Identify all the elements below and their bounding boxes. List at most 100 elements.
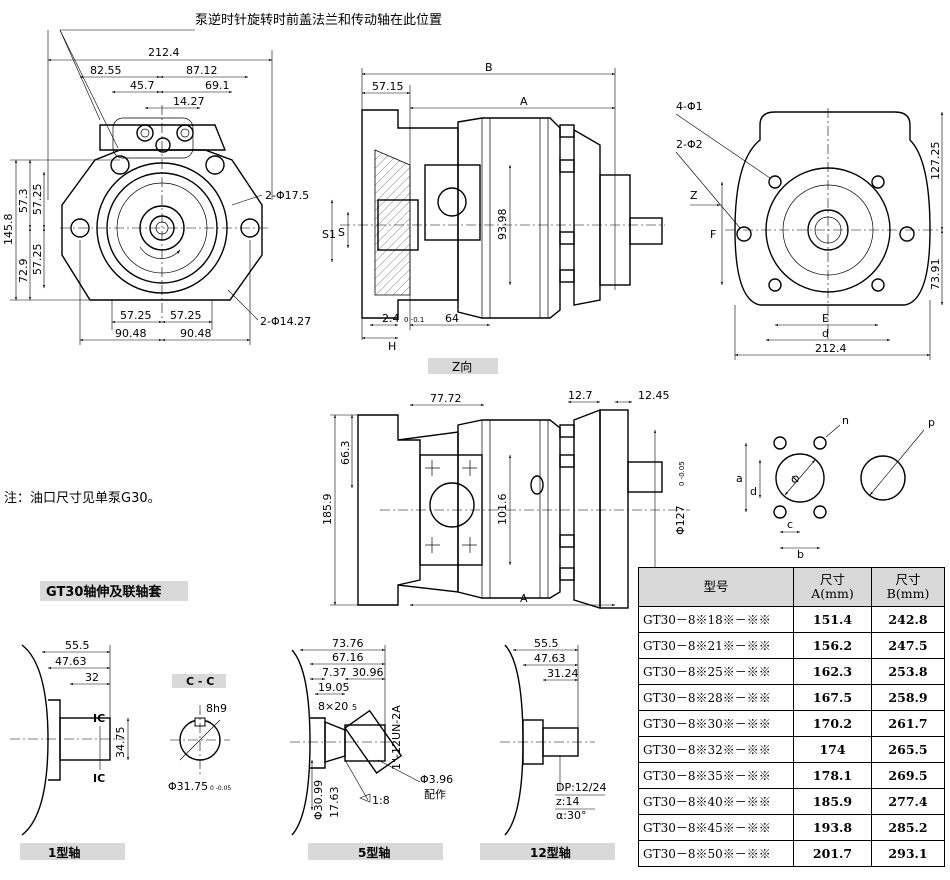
dimension-label: 66.3 — [339, 441, 352, 466]
value-cell: 178.1 — [793, 762, 872, 789]
dimension-label: 67.16 — [332, 651, 364, 664]
dimension-label: 0 -0.05 — [678, 461, 686, 486]
value-cell: 265.5 — [871, 736, 945, 763]
value-cell: 185.9 — [793, 788, 872, 815]
dimension-label: 93.98 — [496, 209, 509, 241]
value-cell: 170.2 — [793, 710, 872, 737]
dimension-label: c — [787, 518, 793, 531]
model-cell: GT30－8※50※－※※ — [638, 840, 794, 867]
value-cell: 167.5 — [793, 684, 872, 711]
dimension-label: 30.96 — [352, 666, 384, 679]
dimension-label: 69.1 — [205, 79, 230, 92]
dimension-label: 1:8 — [372, 794, 390, 807]
side-note: 注：油口尺寸见单泵G30。 — [4, 491, 161, 506]
dimension-label: 14.27 — [173, 95, 205, 108]
header-model: 型号 — [638, 567, 794, 607]
caption-shaft5: 5型轴 — [358, 845, 390, 860]
dimension-label: Z — [690, 189, 698, 202]
dimension-label: 2-Φ2 — [676, 138, 703, 151]
caption-z-view: Z向 — [452, 359, 472, 374]
dimension-label: a — [736, 472, 743, 485]
value-cell: 261.7 — [871, 710, 945, 737]
dimension-label: 31.24 — [547, 667, 579, 680]
model-cell: GT30－8※45※－※※ — [638, 814, 794, 841]
dimension-label: 212.4 — [815, 342, 847, 355]
dimension-label: 77.72 — [430, 392, 462, 405]
dimension-label: 57.25 — [170, 309, 202, 322]
dimension-label: IC — [93, 772, 105, 785]
caption-shaft1: 1型轴 — [48, 845, 80, 860]
dimension-label: 8×20 — [318, 700, 348, 713]
dimension-label: Φ — [788, 472, 804, 488]
model-cell: GT30－8※32※－※※ — [638, 736, 794, 763]
shaft12-view: 55.5 47.63 31.24 DP:12/24 z:14 α:30° — [500, 637, 607, 836]
dimension-label: DP:12/24 — [556, 781, 607, 794]
value-cell: 258.9 — [871, 684, 945, 711]
table-header-row: 型号 尺寸 A(mm) 尺寸 B(mm) — [638, 567, 945, 607]
value-cell: 285.2 — [871, 814, 945, 841]
dimension-label: 57.3 — [17, 189, 30, 214]
value-cell: 277.4 — [871, 788, 945, 815]
dimension-label: z:14 — [556, 795, 579, 808]
shaft5-view: 73.76 67.16 7.37 30.96 19.05 8×20 5 1"-1… — [290, 637, 453, 836]
dimension-label: α:30° — [556, 809, 586, 822]
dimension-label: 72.9 — [17, 259, 30, 284]
dimension-label: p — [928, 416, 935, 429]
dimension-label: 212.4 — [148, 46, 180, 59]
dimension-label: S1 — [322, 228, 336, 241]
section-title: GT30轴伸及联轴套 — [46, 584, 162, 600]
shaft1-view: 55.5 47.63 32 IC IC 34.75 — [10, 639, 130, 836]
section-cc: C - C 8h9 Φ31.75 0 -0.05 — [168, 674, 231, 793]
header-dim-b: 尺寸 B(mm) — [871, 567, 945, 607]
dimension-label: 73.91 — [929, 259, 942, 291]
header-dim-a: 尺寸 A(mm) — [793, 567, 872, 607]
value-cell: 242.8 — [871, 606, 945, 633]
dimension-label: 57.25 — [120, 309, 152, 322]
dimension-label: 90.48 — [180, 327, 212, 340]
model-cell: GT30－8※25※－※※ — [638, 658, 794, 685]
dimension-label: Φ30.99 — [312, 780, 325, 820]
dimension-label: 73.76 — [332, 637, 364, 650]
dimension-label: 57.25 — [31, 184, 44, 216]
dimension-label: 配作 — [424, 788, 446, 801]
dimension-label: H — [388, 340, 396, 353]
dimension-label: 0 -0.1 — [404, 316, 424, 324]
model-cell: GT30－8※21※－※※ — [638, 632, 794, 659]
caption-shaft12: 12型轴 — [530, 845, 571, 860]
dimension-label: d — [750, 485, 757, 498]
dimension-label: 55.5 — [534, 637, 559, 650]
dimension-label: 45.7 — [130, 79, 155, 92]
dimension-label: B — [485, 61, 493, 74]
model-cell: GT30－8※18※－※※ — [638, 606, 794, 633]
value-cell: 247.5 — [871, 632, 945, 659]
dimension-label: 8h9 — [206, 702, 227, 715]
dimension-label: Φ31.75 — [168, 780, 208, 793]
dimension-label: 87.12 — [186, 64, 218, 77]
z-view: 4-Φ1 2-Φ2 Z F E d 212.4 127.25 73.91 — [675, 100, 944, 360]
dimension-label: C - C — [186, 675, 214, 688]
dimension-label: 47.63 — [534, 652, 566, 665]
dimension-label: 2-Φ14.27 — [260, 315, 311, 328]
value-cell: 193.8 — [793, 814, 872, 841]
model-cell: GT30－8※40※－※※ — [638, 788, 794, 815]
side-view: B 57.15 A 93.98 S1 — [322, 61, 665, 353]
dimension-label: A — [520, 592, 528, 605]
value-cell: 174 — [793, 736, 872, 763]
dimension-label: F — [710, 228, 716, 241]
dimension-label: 82.55 — [90, 64, 122, 77]
value-cell: 201.7 — [793, 840, 872, 867]
dimension-label: 64 — [445, 312, 459, 325]
value-cell: 151.4 — [793, 606, 872, 633]
dimension-label: 127.25 — [929, 142, 942, 181]
dimension-label: 101.6 — [496, 494, 509, 526]
